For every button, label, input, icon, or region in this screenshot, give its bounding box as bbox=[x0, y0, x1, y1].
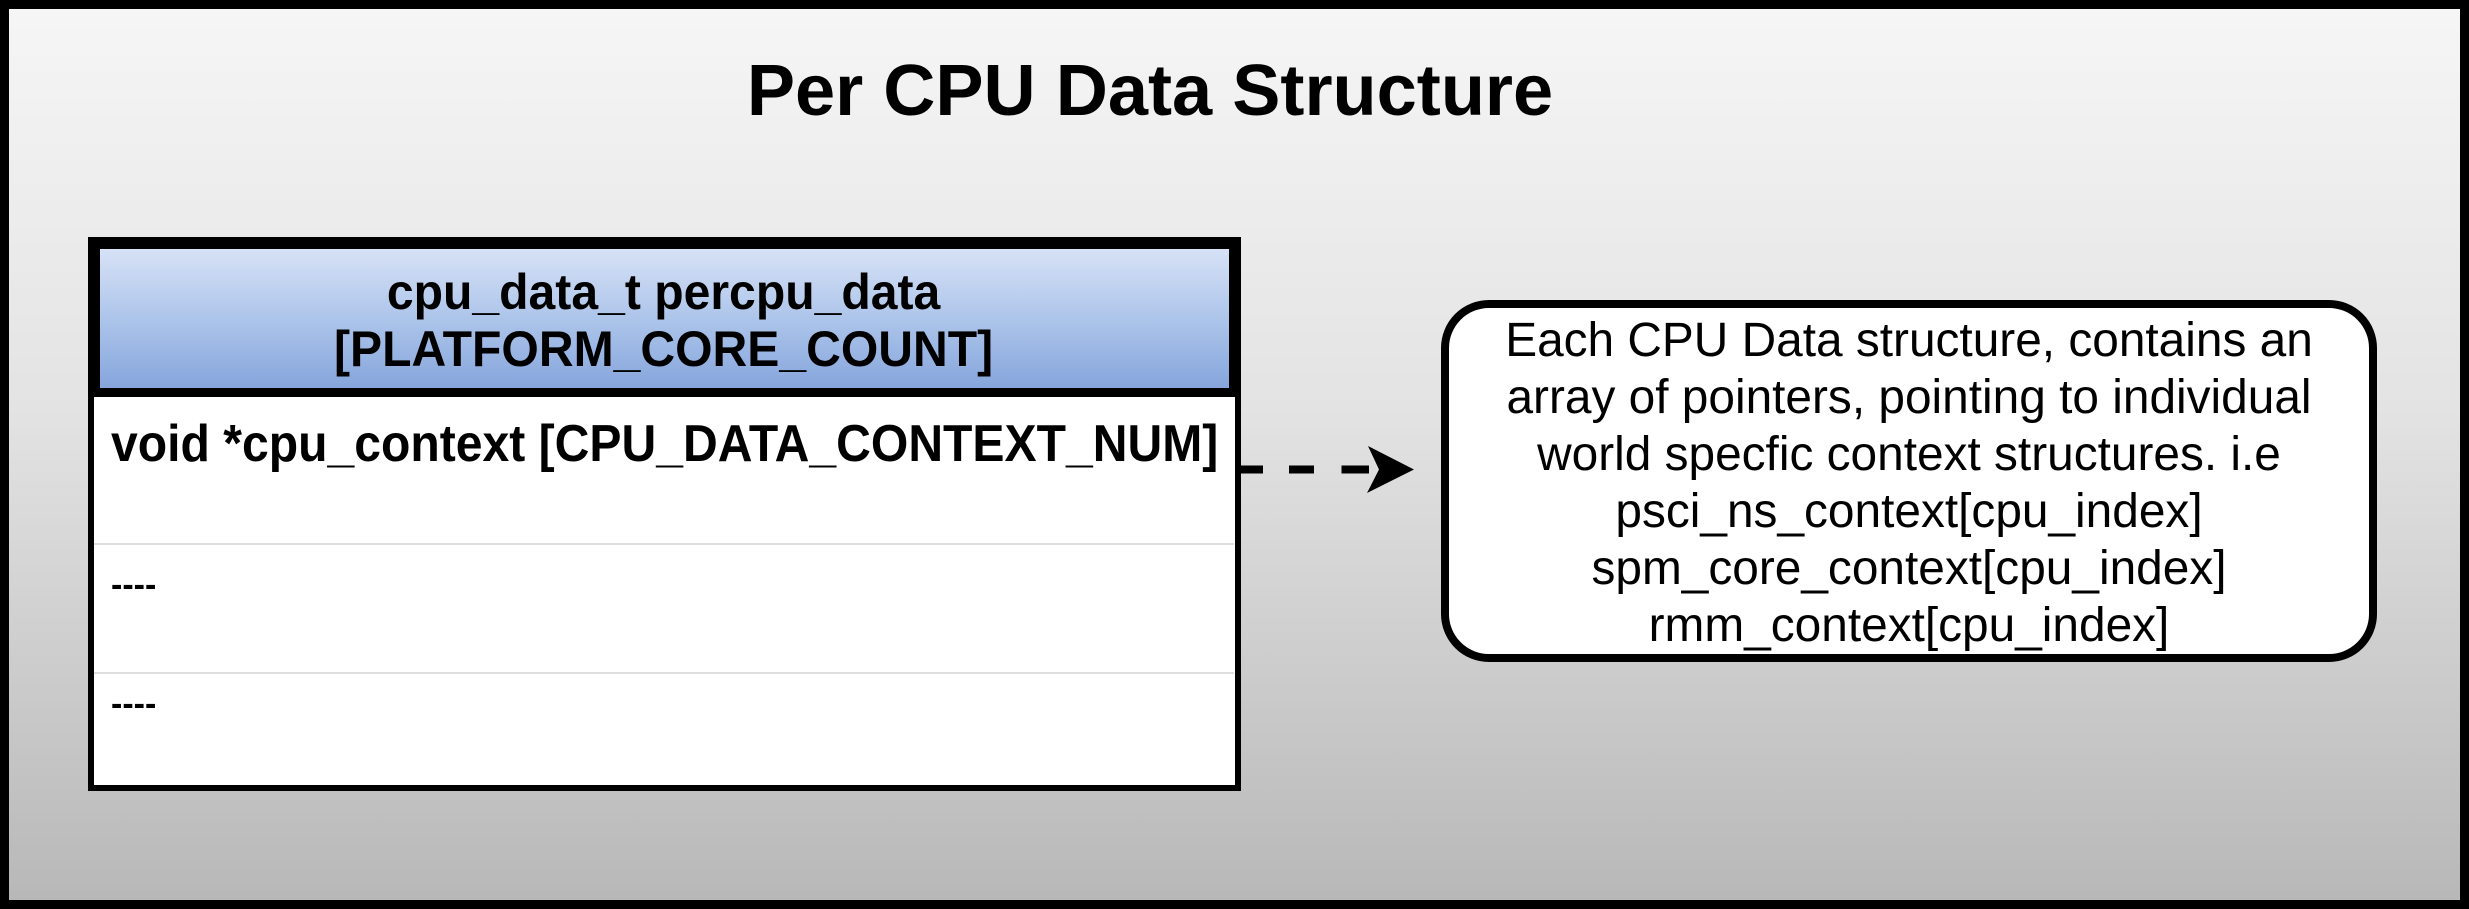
table-row-separator-1 bbox=[94, 543, 1234, 545]
note-line: rmm_context[cpu_index] bbox=[1648, 599, 2170, 652]
table-row-dashes-1: ---- bbox=[111, 568, 156, 602]
table-row-dashes-2: ---- bbox=[111, 687, 156, 721]
note-text: Each CPU Data structure, contains an arr… bbox=[1441, 312, 2377, 654]
note-box bbox=[1441, 300, 2377, 662]
table-header-cell bbox=[88, 237, 1241, 397]
note-line: psci_ns_context[cpu_index] bbox=[1615, 485, 2203, 538]
note-line: world specfic context structures. i.e bbox=[1537, 428, 2281, 481]
table-row-cpu-context: void *cpu_context [CPU_DATA_CONTEXT_NUM] bbox=[111, 418, 1308, 470]
table-row-separator-2 bbox=[94, 672, 1234, 674]
diagram-title: Per CPU Data Structure bbox=[746, 51, 1554, 131]
note-line: array of pointers, pointing to individua… bbox=[1506, 371, 2312, 424]
note-line: Each CPU Data structure, contains an bbox=[1505, 314, 2313, 367]
note-line: spm_core_context[cpu_index] bbox=[1591, 542, 2227, 595]
table-row-cpu-context-label: void *cpu_context [CPU_DATA_CONTEXT_NUM] bbox=[111, 415, 1219, 473]
table-header-text: cpu_data_t percpu_data[PLATFORM_CORE_COU… bbox=[100, 264, 1228, 378]
table-row-dashes-1-label: ---- bbox=[111, 566, 157, 604]
table-header-line1: cpu_data_t percpu_data bbox=[387, 264, 941, 320]
dashed-arrow bbox=[1238, 446, 1414, 493]
table-header-line2: [PLATFORM_CORE_COUNT] bbox=[334, 321, 994, 377]
table-row-dashes-2-label: ---- bbox=[111, 685, 157, 723]
